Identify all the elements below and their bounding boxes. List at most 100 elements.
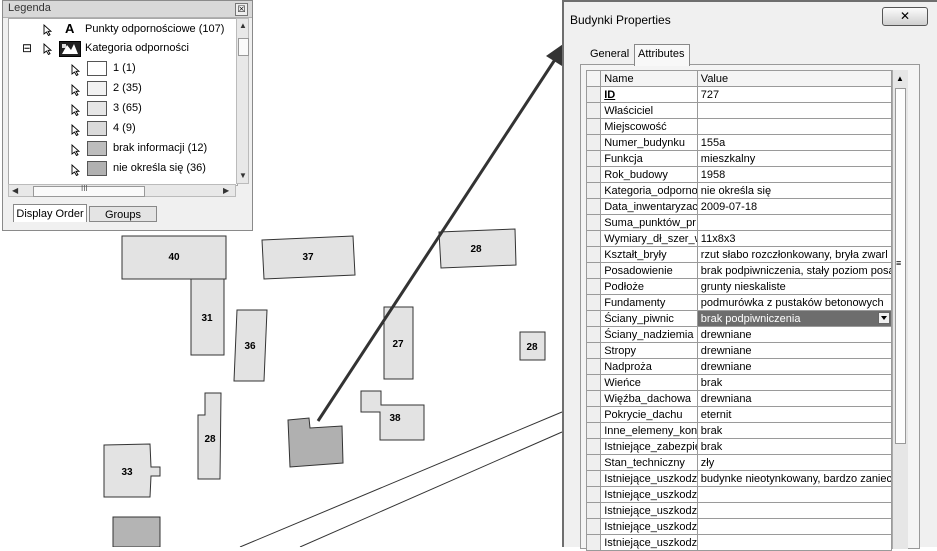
attribute-value[interactable]: brak <box>696 374 893 391</box>
attribute-value[interactable]: grunty nieskaliste <box>696 278 893 295</box>
attribute-value[interactable]: drewniana <box>696 390 893 407</box>
attribute-value[interactable]: 1958 <box>696 166 893 183</box>
scroll-thumb[interactable] <box>33 186 145 197</box>
legend-class-item[interactable]: 4 (9) <box>9 120 237 138</box>
attribute-value[interactable]: budynke nieotynkowany, bardzo zaniec <box>696 470 893 487</box>
legend-vertical-scrollbar[interactable]: ▲ ▼ <box>236 18 249 184</box>
legend-class-item[interactable]: 2 (35) <box>9 80 237 98</box>
scroll-thumb[interactable] <box>895 88 906 444</box>
legend-class-item[interactable]: nie określa się (36) <box>9 160 237 178</box>
parcel-selected[interactable] <box>287 417 344 468</box>
row-selector[interactable] <box>585 102 602 119</box>
attribute-value[interactable] <box>696 502 893 519</box>
attribute-value[interactable]: nie określa się <box>696 182 893 199</box>
row-selector[interactable] <box>585 486 602 503</box>
row-selector[interactable] <box>585 182 602 199</box>
tab-general[interactable]: General <box>590 48 630 60</box>
attribute-value[interactable]: brak <box>696 438 893 455</box>
attribute-value[interactable]: 11x8x3 <box>696 230 893 247</box>
legend-class-item[interactable]: 3 (65) <box>9 100 237 118</box>
row-selector[interactable] <box>585 278 602 295</box>
scroll-down-icon[interactable]: ▼ <box>239 171 247 180</box>
row-selector[interactable] <box>585 294 602 311</box>
row-selector[interactable] <box>585 518 602 535</box>
tab-attributes[interactable]: Attributes <box>638 48 685 60</box>
parcel-40[interactable] <box>121 235 227 280</box>
legend-item-punkty[interactable]: A Punkty odpornościowe (107) <box>9 21 237 39</box>
row-selector[interactable] <box>585 374 602 391</box>
row-selector[interactable] <box>585 150 602 167</box>
row-selector[interactable] <box>585 422 602 439</box>
tab-groups[interactable]: Groups <box>89 206 157 222</box>
attribute-value[interactable] <box>696 102 893 119</box>
row-selector[interactable] <box>585 310 602 327</box>
row-selector[interactable] <box>585 118 602 135</box>
select-cursor-icon[interactable] <box>71 124 80 136</box>
row-selector[interactable] <box>585 502 602 519</box>
attribute-value[interactable]: brak <box>696 422 893 439</box>
row-selector[interactable] <box>585 230 602 247</box>
parcel-28-c[interactable] <box>197 392 222 480</box>
select-cursor-icon[interactable] <box>71 64 80 76</box>
legend-horizontal-scrollbar[interactable]: ◀ III ▶ <box>8 184 236 197</box>
column-header-name[interactable]: Name <box>600 70 698 87</box>
scroll-up-icon[interactable]: ▲ <box>896 74 904 83</box>
scroll-up-icon[interactable]: ▲ <box>239 21 247 30</box>
attribute-value[interactable]: 2009-07-18 <box>696 198 893 215</box>
table-row[interactable]: Istniejące_uszkodz <box>585 518 893 535</box>
attribute-value[interactable]: 727 <box>696 86 893 103</box>
legend-class-item[interactable]: brak informacji (12) <box>9 140 237 158</box>
close-icon[interactable]: ☒ <box>235 3 248 16</box>
attribute-value[interactable] <box>696 486 893 503</box>
parcel-bottom[interactable] <box>112 516 161 547</box>
scroll-thumb[interactable] <box>238 38 249 56</box>
attribute-value[interactable] <box>696 534 893 551</box>
row-selector[interactable] <box>585 342 602 359</box>
attribute-value[interactable]: drewniane <box>696 358 893 375</box>
row-selector[interactable] <box>585 390 602 407</box>
row-selector[interactable] <box>585 358 602 375</box>
select-cursor-icon[interactable] <box>71 104 80 116</box>
attribute-value[interactable]: brak podpiwniczenia, stały poziom posa <box>696 262 893 279</box>
legend-group-kategoria[interactable]: ⊟ Kategoria odporności <box>9 40 237 58</box>
attribute-value[interactable]: drewniane <box>696 342 893 359</box>
row-selector[interactable] <box>585 262 602 279</box>
attribute-value[interactable] <box>696 118 893 135</box>
legend-class-item[interactable]: 1 (1) <box>9 60 237 78</box>
attribute-value[interactable] <box>696 214 893 231</box>
row-selector[interactable] <box>585 470 602 487</box>
row-selector[interactable] <box>585 166 602 183</box>
parcel-37[interactable] <box>261 235 356 280</box>
attribute-value[interactable]: podmurówka z pustaków betonowych <box>696 294 893 311</box>
attribute-value[interactable]: drewniane <box>696 326 893 343</box>
parcel-38[interactable] <box>360 390 425 441</box>
row-selector[interactable] <box>585 438 602 455</box>
row-selector[interactable] <box>585 406 602 423</box>
row-selector[interactable] <box>585 454 602 471</box>
tab-display-order[interactable]: Display Order <box>13 204 87 222</box>
table-row[interactable]: Miejscowość <box>585 118 893 135</box>
row-selector[interactable] <box>585 86 602 103</box>
row-selector[interactable] <box>585 198 602 215</box>
parcel-36[interactable] <box>233 309 268 382</box>
attribute-value[interactable] <box>696 518 893 535</box>
select-cursor-icon[interactable] <box>71 84 80 96</box>
table-row[interactable]: Istniejące_uszkodz <box>585 486 893 503</box>
table-row[interactable]: Właściciel <box>585 102 893 119</box>
parcel-28-b[interactable] <box>519 331 546 361</box>
attribute-value[interactable]: mieszkalny <box>696 150 893 167</box>
